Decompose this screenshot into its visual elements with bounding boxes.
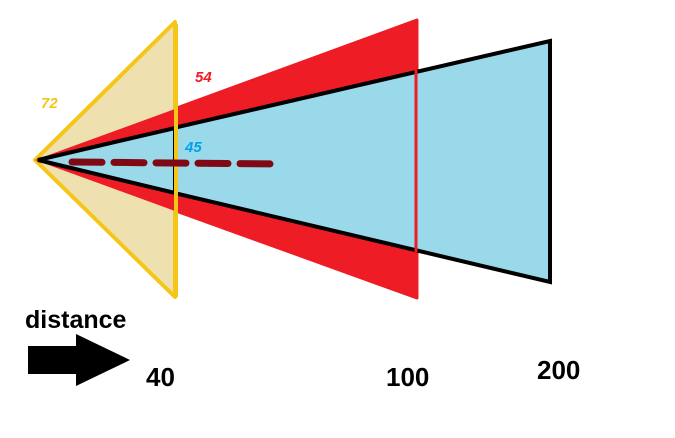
distance-label-200: 200 <box>537 355 580 385</box>
cone-45-label: 45 <box>184 139 202 156</box>
distance-title: distance <box>25 306 127 334</box>
distance-label-100: 100 <box>386 362 429 392</box>
distance-label-40: 40 <box>146 362 175 392</box>
cone-72-label: 72 <box>41 95 58 112</box>
center-line <box>68 158 282 168</box>
cone-45-shape <box>34 38 552 285</box>
cone-54-label: 54 <box>195 69 212 86</box>
distance-arrow-icon <box>28 334 130 386</box>
